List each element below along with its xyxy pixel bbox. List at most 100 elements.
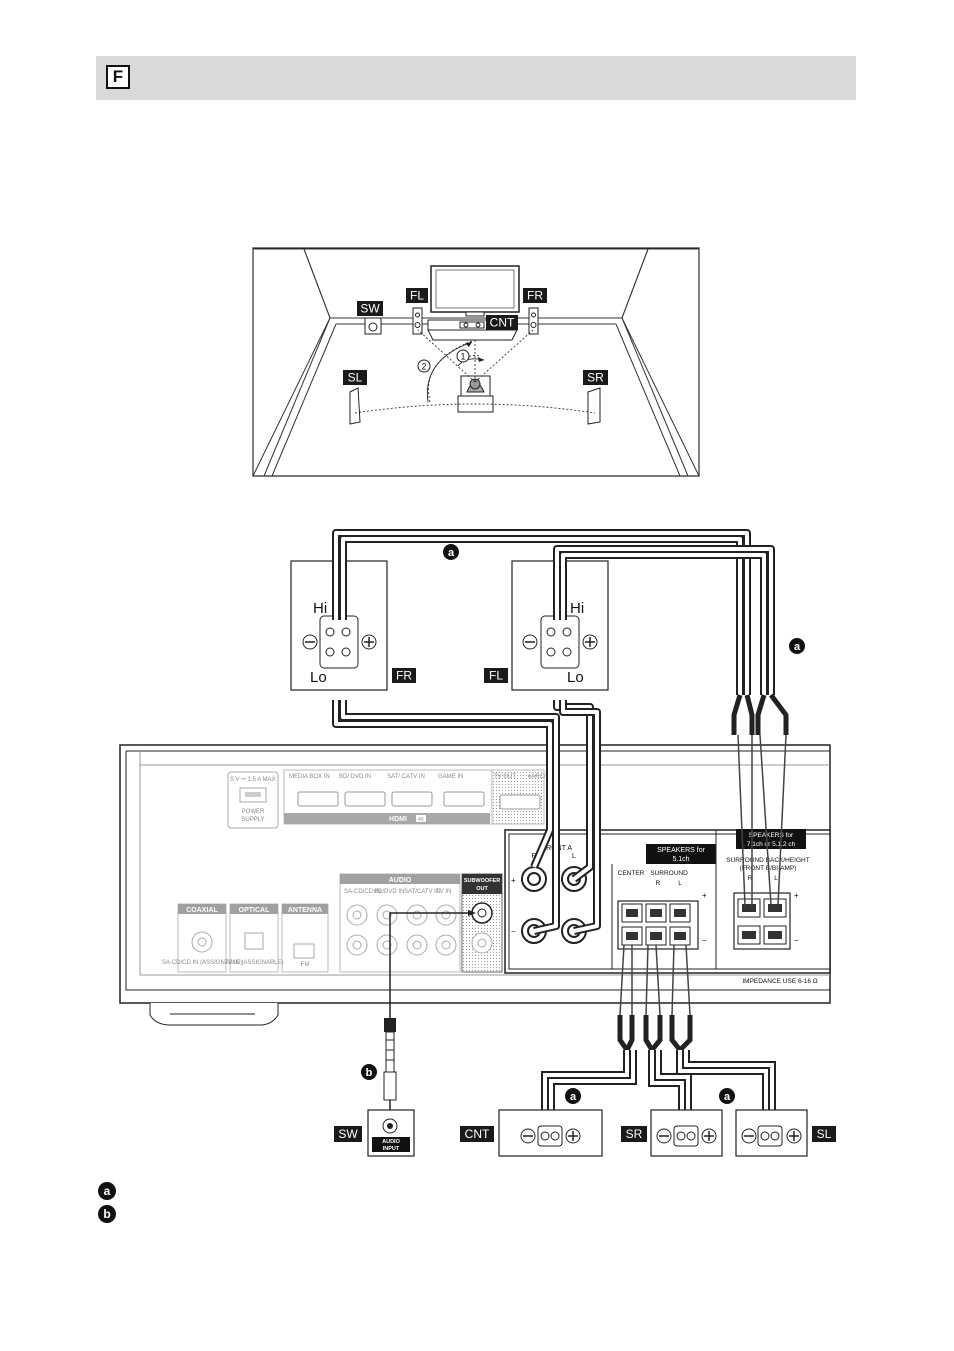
svg-text:CENTER: CENTER <box>618 870 645 877</box>
angle-2-marker <box>417 359 431 373</box>
cable-a-marker-surround: a <box>719 1088 735 1104</box>
receiver-rear-panel: 5 V ⎓ 1.5 A MAX POWER SUPPLY HDMI 4K MED… <box>119 744 831 1026</box>
angle-2-label: 2 <box>421 362 426 372</box>
svg-text:SAT/CATV IN: SAT/CATV IN <box>404 889 440 895</box>
svg-text:−: − <box>794 936 799 945</box>
svg-text:SW: SW <box>360 302 380 316</box>
room-tag-fl: FL <box>406 288 428 303</box>
cable-b-marker: b <box>361 1064 377 1080</box>
svg-text:FL: FL <box>489 669 503 683</box>
svg-text:HDMI: HDMI <box>389 816 407 823</box>
sw-tag: SW <box>334 1126 362 1142</box>
svg-text:POWER: POWER <box>242 809 265 815</box>
svg-text:R: R <box>748 875 753 882</box>
svg-text:SA-CD/CD IN: SA-CD/CD IN <box>344 889 381 895</box>
svg-text:SR: SR <box>626 1127 643 1141</box>
svg-text:CNT: CNT <box>465 1127 490 1141</box>
fr-tag: FR <box>392 668 416 683</box>
svg-text:eARC/ ARC: eARC/ ARC <box>528 774 560 780</box>
room-layout: 1 2 SW FL FR CNT SL SR <box>252 247 700 477</box>
svg-text:CNT: CNT <box>490 316 515 330</box>
cable-a-marker-top: a <box>443 544 459 560</box>
svg-text:L: L <box>774 875 778 882</box>
svg-text:GAME IN: GAME IN <box>438 774 463 780</box>
svg-text:BD/ DVD IN: BD/ DVD IN <box>339 774 371 780</box>
svg-text:TV IN (ASSIGNABLE): TV IN (ASSIGNABLE) <box>224 960 283 966</box>
front-left-speaker-box: Hi Lo <box>511 560 609 691</box>
sl-tag: SL <box>812 1126 836 1142</box>
center-speaker-icon <box>459 321 485 329</box>
subwoofer-input-box: AUDIO INPUT <box>367 1109 415 1157</box>
svg-text:BD/DVD IN: BD/DVD IN <box>374 889 404 895</box>
fl-lo-label: Lo <box>567 669 584 686</box>
svg-text:AUDIO: AUDIO <box>382 1139 400 1145</box>
svg-text:+: + <box>794 891 799 900</box>
svg-text:SPEAKERS for: SPEAKERS for <box>657 847 706 854</box>
angle-1-marker <box>456 349 470 363</box>
legend-marker-a: a <box>98 1182 116 1200</box>
svg-text:5.1ch: 5.1ch <box>672 856 689 863</box>
room-tag-sw: SW <box>357 301 383 316</box>
room-tag-sr: SR <box>583 370 608 385</box>
center-speaker-box <box>498 1109 603 1157</box>
surround-right-speaker-box <box>650 1109 723 1157</box>
svg-text:TV OUT: TV OUT <box>494 774 516 780</box>
surround-center-cables <box>541 944 776 1130</box>
fl-tag: FL <box>484 668 508 683</box>
svg-text:5 V ⎓ 1.5 A MAX: 5 V ⎓ 1.5 A MAX <box>230 777 275 783</box>
subwoofer-icon <box>364 317 382 335</box>
svg-text:IMPEDANCE USE 6-16 Ω: IMPEDANCE USE 6-16 Ω <box>742 978 817 985</box>
svg-text:7.1ch or 5.1.2 ch: 7.1ch or 5.1.2 ch <box>747 841 796 848</box>
svg-text:R: R <box>656 880 661 887</box>
fr-lo-label: Lo <box>310 669 327 686</box>
svg-text:AUDIO: AUDIO <box>389 877 412 884</box>
svg-text:FR: FR <box>527 289 543 303</box>
svg-text:a: a <box>794 641 801 653</box>
sr-tag: SR <box>621 1126 647 1142</box>
svg-text:SL: SL <box>348 371 363 385</box>
surround-left-speaker-icon <box>349 387 361 425</box>
svg-text:SUPPLY: SUPPLY <box>241 817 264 823</box>
svg-text:a: a <box>448 547 455 559</box>
svg-text:+: + <box>702 891 707 900</box>
svg-text:4K: 4K <box>418 817 425 823</box>
section-header-bar: F <box>96 56 856 100</box>
svg-text:SPEAKERS for: SPEAKERS for <box>749 832 794 839</box>
svg-text:ANTENNA: ANTENNA <box>288 907 322 914</box>
svg-text:SA-CD/CD IN (ASSIGNABLE): SA-CD/CD IN (ASSIGNABLE) <box>162 960 242 966</box>
svg-text:FM: FM <box>301 962 310 968</box>
room-tag-fr: FR <box>523 288 547 303</box>
svg-text:FR: FR <box>396 669 412 683</box>
fr-hi-label: Hi <box>313 600 327 617</box>
front-left-speaker-icon <box>412 307 423 335</box>
svg-text:b: b <box>366 1067 373 1079</box>
fl-hi-label: Hi <box>570 600 584 617</box>
svg-text:+: + <box>511 876 516 885</box>
room-tag-cnt: CNT <box>486 315 518 330</box>
tv-icon <box>430 265 520 313</box>
svg-text:SW: SW <box>338 1127 358 1141</box>
section-letter: F <box>106 65 130 89</box>
svg-text:SL: SL <box>817 1127 832 1141</box>
left-wall <box>252 248 331 477</box>
svg-text:COAXIAL: COAXIAL <box>186 907 218 914</box>
cnt-tag: CNT <box>460 1126 494 1142</box>
front-right-speaker-icon <box>528 307 539 335</box>
svg-text:FL: FL <box>410 289 424 303</box>
svg-text:L: L <box>678 880 682 887</box>
svg-text:MEDIA BOX IN: MEDIA BOX IN <box>289 774 330 780</box>
svg-text:OPTICAL: OPTICAL <box>239 907 270 914</box>
svg-text:SR: SR <box>587 371 604 385</box>
svg-text:a: a <box>570 1091 577 1103</box>
svg-text:L: L <box>572 853 576 860</box>
svg-text:OUT: OUT <box>476 886 488 892</box>
room-tag-sl: SL <box>343 370 367 385</box>
front-speaker-cables <box>332 529 789 935</box>
svg-text:R: R <box>531 853 536 860</box>
svg-text:SAT/ CATV IN: SAT/ CATV IN <box>387 774 425 780</box>
legend-marker-b: b <box>98 1205 116 1223</box>
right-wall <box>621 248 700 477</box>
svg-text:INPUT: INPUT <box>383 1146 400 1152</box>
surround-left-speaker-box <box>735 1109 808 1157</box>
